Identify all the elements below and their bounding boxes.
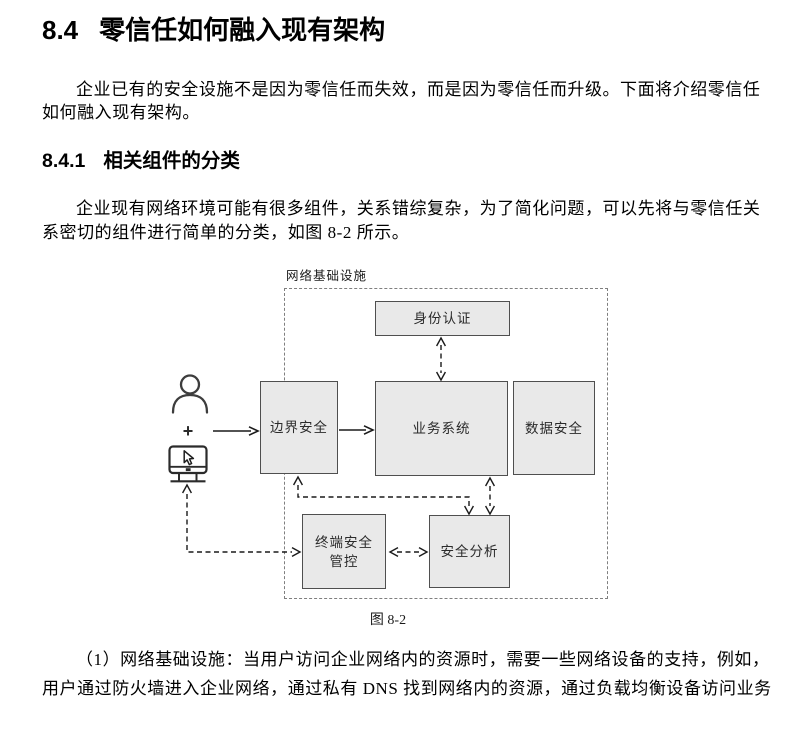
plus-sign: + — [182, 421, 194, 441]
body-text-line: 如何融入现有架构。 — [42, 103, 200, 122]
node-security-analysis: 安全分析 — [429, 515, 510, 588]
subsection-heading: 8.4.1 相关组件的分类 — [42, 148, 240, 175]
figure-caption: 图 8-2 — [369, 613, 407, 628]
section-title: 零信任如何融入现有架构 — [99, 15, 386, 45]
arrow-user-to-perimeter — [213, 426, 260, 436]
section-heading: 8.4 零信任如何融入现有架构 — [42, 13, 385, 47]
body-text-line: 企业已有的安全设施不是因为零信任而失效，而是因为零信任而升级。下面将介绍零信任 — [76, 80, 761, 99]
subsection-number: 8.4.1 — [42, 150, 86, 172]
node-endpoint-management: 终端安全管控 — [302, 514, 386, 589]
node-identity-auth: 身份认证 — [375, 301, 510, 336]
node-perimeter-security: 边界安全 — [260, 381, 338, 474]
section-number: 8.4 — [42, 15, 79, 45]
user-icon — [171, 374, 209, 414]
node-business-system: 业务系统 — [375, 381, 508, 476]
figure-frame-label: 网络基础设施 — [286, 269, 368, 283]
body-text-line: 用户通过防火墙进入企业网络，通过私有 DNS 找到网络内的资源，通过负载均衡设备… — [42, 679, 772, 698]
node-data-security: 数据安全 — [513, 381, 595, 475]
connector-device-endpoint — [181, 483, 302, 558]
body-text-line: （1）网络基础设施：当用户访问企业网络内的资源时，需要一些网络设备的支持，例如， — [76, 650, 770, 669]
monitor-icon — [168, 445, 208, 483]
subsection-title: 相关组件的分类 — [103, 150, 240, 172]
body-text-line: 系密切的组件进行简单的分类，如图 8-2 所示。 — [42, 223, 410, 242]
cursor-icon — [183, 450, 195, 466]
body-text-line: 企业现有网络环境可能有很多组件，关系错综复杂，为了简化问题，可以先将与零信任关 — [76, 199, 761, 218]
